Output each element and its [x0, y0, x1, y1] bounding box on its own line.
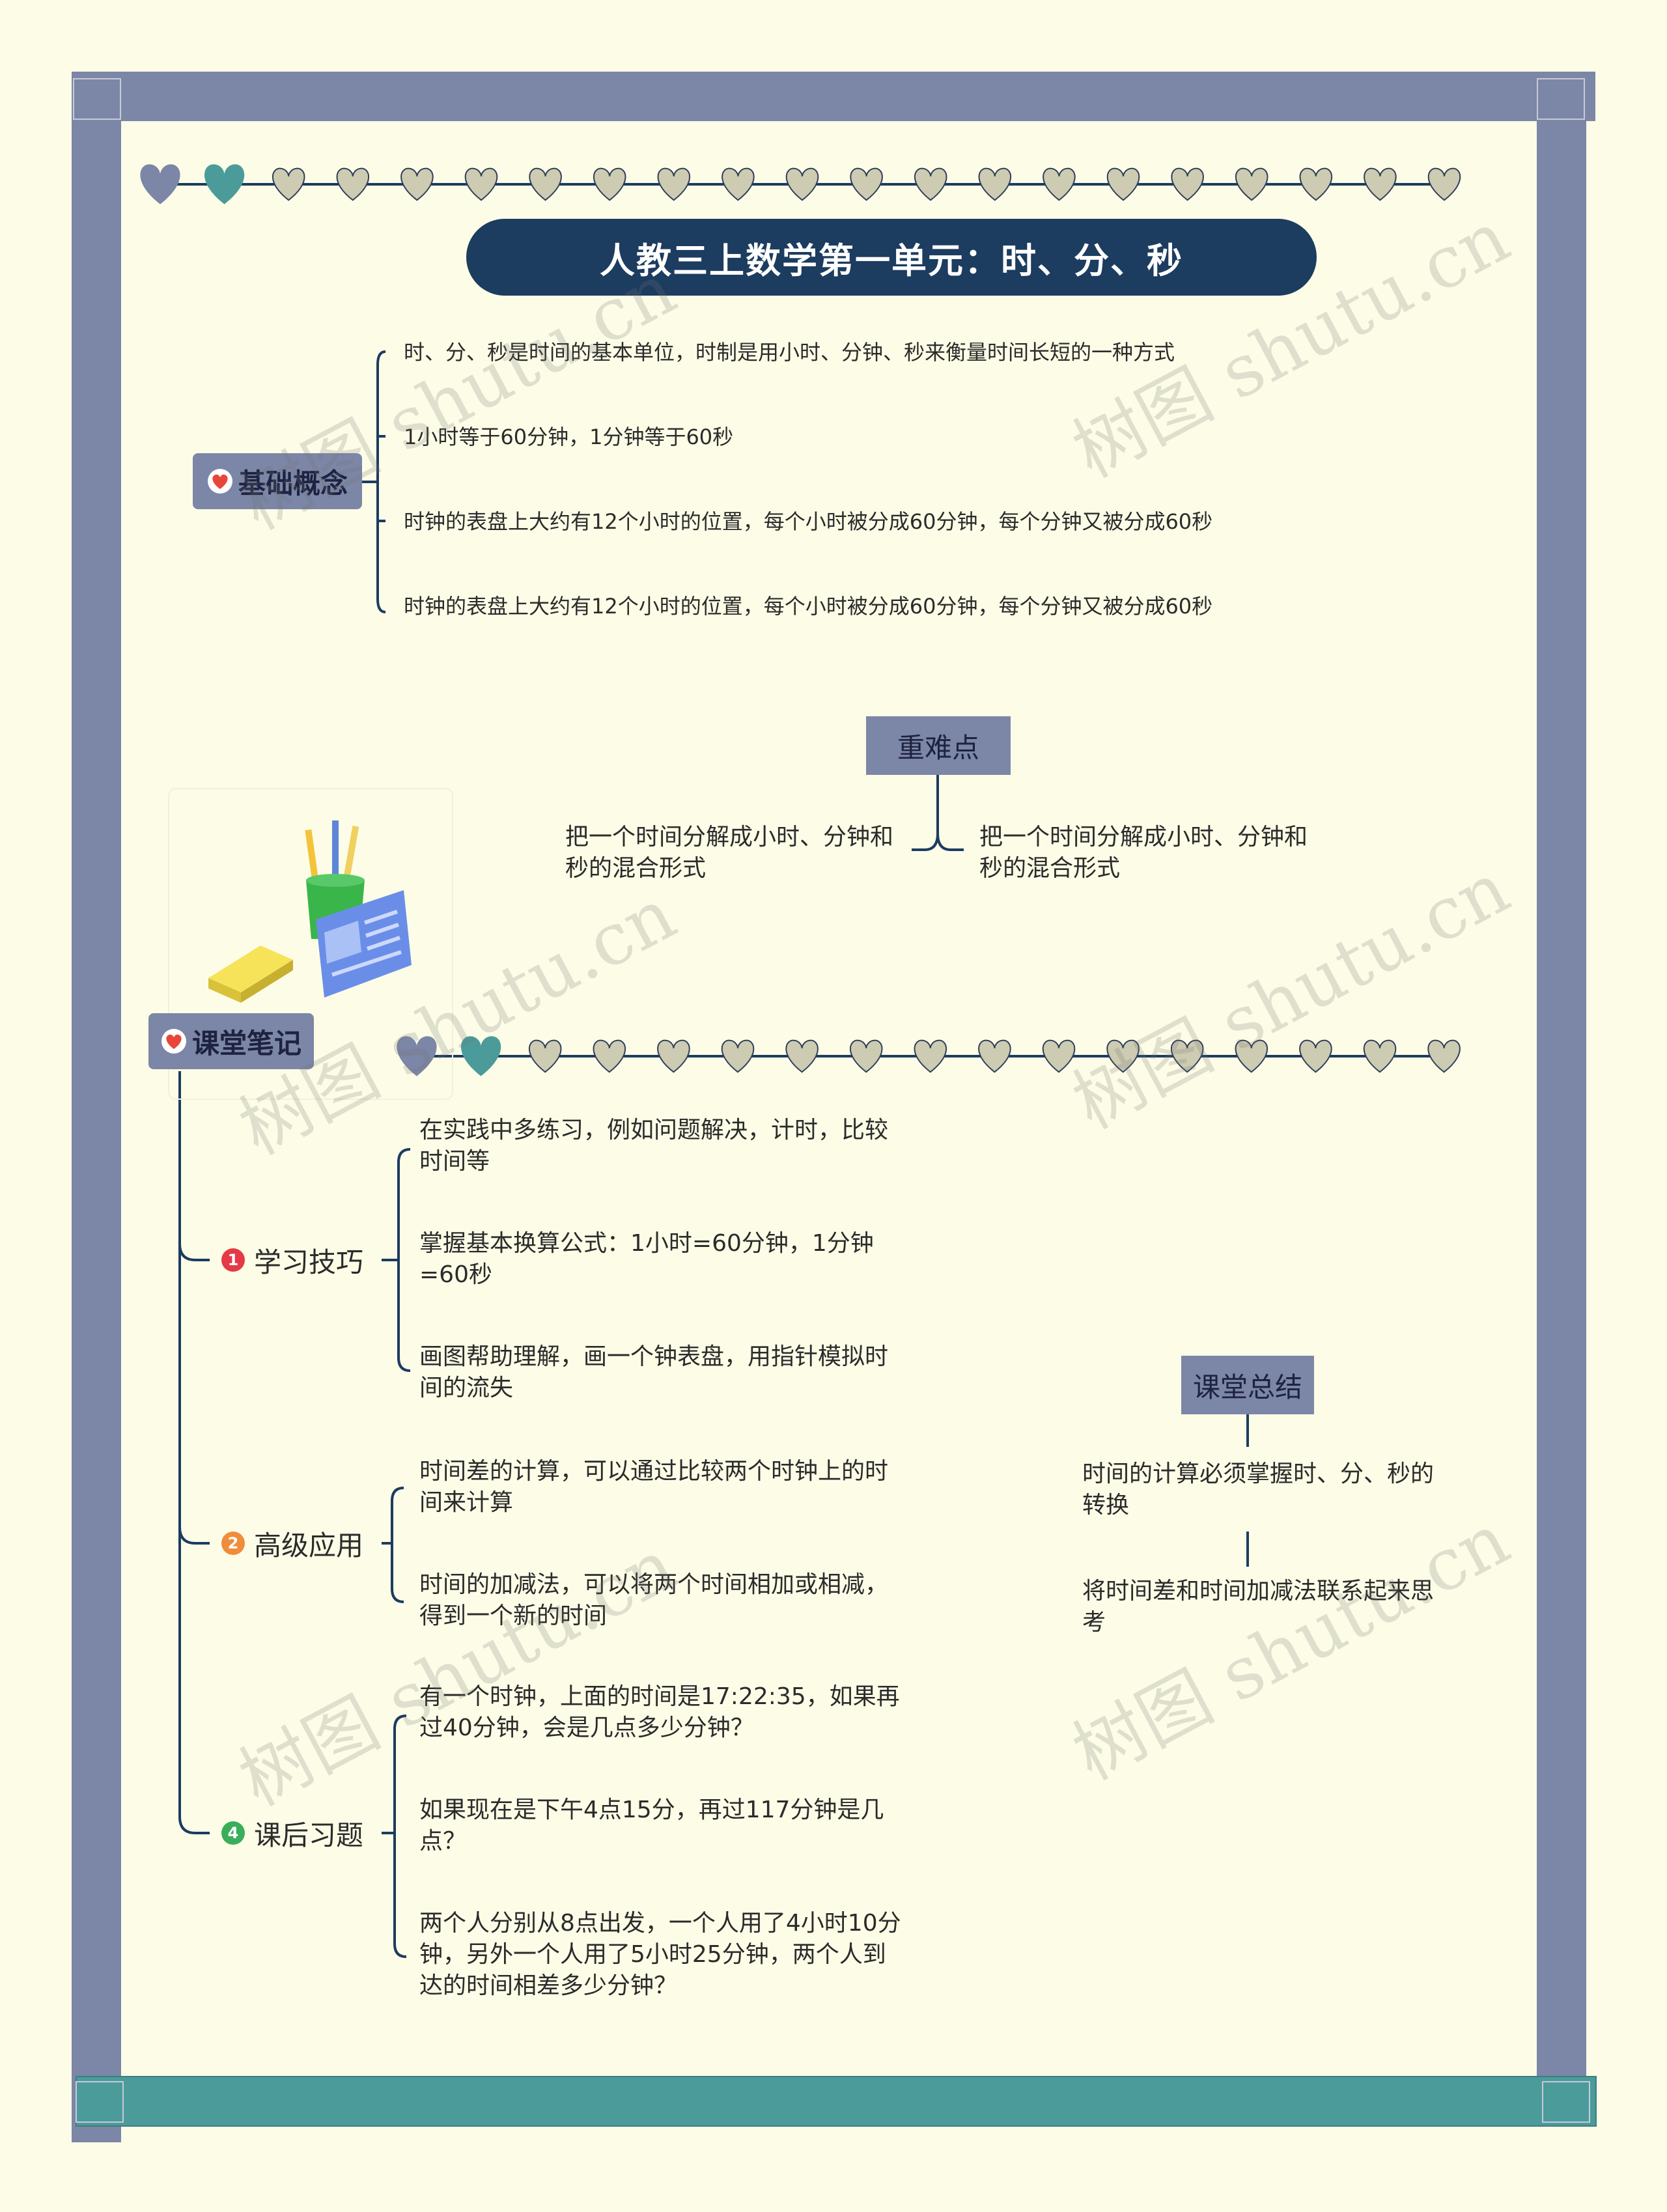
heart-icon: [529, 1041, 561, 1072]
heart-icon: [979, 1041, 1011, 1072]
heart-icon: [466, 169, 497, 201]
branch-item: 时间差的计算，可以通过比较两个时钟上的时间来计算: [419, 1456, 901, 1519]
branch-homework[interactable]: 4 课后习题: [221, 1813, 363, 1853]
heart-icon: [850, 169, 882, 201]
heart-icon: [658, 1041, 690, 1072]
key-point-right: 把一个时间分解成小时、分钟和秒的混合形式: [979, 822, 1324, 884]
number-badge: 1: [221, 1248, 245, 1272]
heart-icon: [787, 169, 819, 201]
heart-icon: [1236, 169, 1268, 201]
branch-label: 学习技巧: [254, 1240, 363, 1280]
heart-icon: [1428, 1041, 1460, 1072]
branch-label: 高级应用: [254, 1524, 363, 1563]
heart-icon: [140, 164, 180, 204]
heart-icon: [161, 1028, 187, 1054]
heart-icon: [1300, 1041, 1332, 1072]
heart-icon: [401, 169, 433, 201]
heart-chain-middle: [397, 1036, 1460, 1076]
heart-icon: [529, 169, 561, 201]
heart-icon: [658, 169, 690, 201]
branch-advanced-application[interactable]: 2 高级应用: [221, 1524, 363, 1563]
heart-icon: [594, 169, 626, 201]
heart-icon: [722, 169, 754, 201]
branch-item: 掌握基本换算公式：1小时=60分钟，1分钟=60秒: [419, 1228, 901, 1291]
heart-icon: [1108, 169, 1140, 201]
heart-icon: [273, 169, 305, 201]
key-points-node[interactable]: 重难点: [866, 716, 1011, 775]
heart-icon: [1364, 169, 1396, 201]
summary-item: 时间的计算必须掌握时、分、秒的转换: [1082, 1459, 1434, 1521]
heart-icon: [204, 164, 244, 204]
branch-item: 两个人分别从8点出发，一个人用了4小时10分钟，另外一个人用了5小时25分钟，两…: [419, 1908, 901, 2002]
branch-item: 在实践中多练习，例如问题解决，计时，比较时间等: [419, 1115, 901, 1177]
heart-icon: [914, 1041, 946, 1072]
summary-node[interactable]: 课堂总结: [1181, 1356, 1314, 1414]
number-badge: 2: [221, 1532, 245, 1555]
heart-icon: [1171, 169, 1203, 201]
heart-icon: [850, 1041, 882, 1072]
heart-icon: [786, 1041, 818, 1072]
basic-item: 时钟的表盘上大约有12个小时的位置，每个小时被分成60分钟，每个分钟又被分成60…: [404, 507, 1511, 537]
branch-study-tips[interactable]: 1 学习技巧: [221, 1240, 363, 1280]
heart-icon: [1300, 169, 1332, 201]
heart-icon: [722, 1041, 754, 1072]
branch-item: 画图帮助理解，画一个钟表盘，用指针模拟时间的流失: [419, 1341, 901, 1404]
basic-item: 1小时等于60分钟，1分钟等于60秒: [404, 422, 1511, 452]
heart-icon: [1043, 169, 1075, 201]
heart-icon: [979, 169, 1011, 201]
number-badge: 4: [221, 1821, 245, 1845]
heart-icon: [337, 169, 369, 201]
heart-chain-top: [140, 164, 1460, 204]
heart-icon: [915, 169, 947, 201]
heart-icon: [1364, 1041, 1396, 1072]
branch-item: 如果现在是下午4点15分，再过117分钟是几点？: [419, 1795, 901, 1857]
heart-icon: [593, 1041, 625, 1072]
basic-item: 时钟的表盘上大约有12个小时的位置，每个小时被分成60分钟，每个分钟又被分成60…: [404, 591, 1511, 621]
